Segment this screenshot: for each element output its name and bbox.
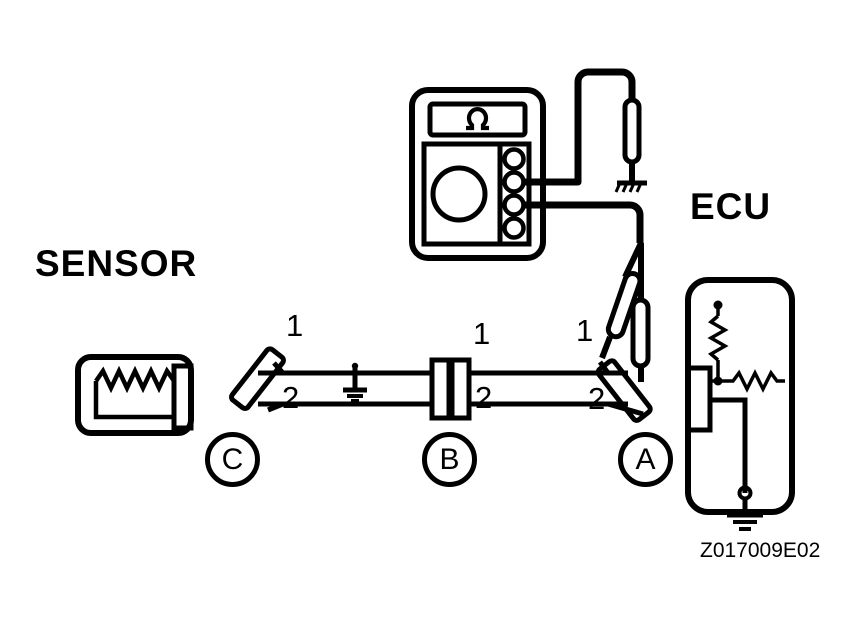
probe-at-connector-a xyxy=(599,241,651,382)
ground-test-probe xyxy=(614,97,647,193)
multimeter-jack-3[interactable] xyxy=(502,193,526,217)
probe-a-tip-angled xyxy=(599,335,613,360)
pin-label-a-top: 1 xyxy=(576,313,594,348)
multimeter-dial[interactable] xyxy=(430,165,488,223)
ground-probe-hatch xyxy=(614,182,643,193)
pin-label-b-bottom: 2 xyxy=(475,380,493,415)
sensor-title-label: SENSOR xyxy=(35,243,198,284)
probe-a-lead-angled xyxy=(622,241,644,279)
connector-a[interactable] xyxy=(595,358,653,423)
ground-probe-barrel xyxy=(622,97,642,165)
sensor-component xyxy=(75,354,194,436)
pin-label-b-top: 1 xyxy=(473,316,491,351)
test-lead-lower xyxy=(523,201,644,243)
connector-a-pin-1-lead xyxy=(597,360,611,375)
wire-harness xyxy=(258,370,628,407)
multimeter-jack-4[interactable] xyxy=(502,216,526,240)
part-number-label: Z017009E02 xyxy=(700,539,821,562)
ecu-component xyxy=(685,277,795,531)
test-lead-upper xyxy=(523,68,636,186)
inline-ground-symbol-icon xyxy=(343,362,367,403)
multimeter-display xyxy=(427,101,528,138)
reference-marker-a-label: A xyxy=(635,442,656,476)
probe-a-barrel-angled xyxy=(605,270,643,340)
connector-b-half-left xyxy=(429,357,452,421)
ohm-symbol-icon xyxy=(466,107,489,131)
ecu-body xyxy=(685,277,795,515)
connector-c[interactable] xyxy=(229,346,286,413)
sensor-element-frame xyxy=(93,381,177,420)
ecu-ground-node xyxy=(737,485,753,501)
reference-marker-c-label: C xyxy=(221,442,244,476)
connector-c-body xyxy=(229,346,286,411)
connector-a-pin-2-lead xyxy=(607,401,644,417)
multimeter-panel xyxy=(421,141,532,247)
reference-marker-b: B xyxy=(422,432,477,487)
ecu-ground-path xyxy=(710,397,748,493)
sensor-resistor-zigzag xyxy=(94,365,176,394)
multimeter-body xyxy=(409,87,546,261)
reference-marker-a: A xyxy=(618,432,673,487)
connector-c-pin-1-lead xyxy=(272,361,285,375)
reference-marker-b-label: B xyxy=(439,442,460,476)
connector-c-pin-2-lead xyxy=(267,401,284,413)
multimeter-jack-2[interactable] xyxy=(502,170,526,194)
sensor-terminal-bar xyxy=(171,363,194,431)
ecu-title-label: ECU xyxy=(690,186,772,227)
reference-marker-c: C xyxy=(205,432,260,487)
multimeter xyxy=(409,87,546,261)
ecu-pullup-resistor xyxy=(707,314,729,362)
ecu-connector-block xyxy=(685,365,713,433)
pin-label-c-top: 1 xyxy=(286,308,304,343)
probe-a-barrel-vertical xyxy=(630,297,651,369)
connector-b-half-right xyxy=(449,357,472,421)
pin-label-c-bottom: 2 xyxy=(282,380,300,415)
multimeter-jack-1[interactable] xyxy=(502,147,526,171)
connector-b[interactable] xyxy=(429,357,472,421)
pin-label-a-bottom: 2 xyxy=(588,381,606,416)
ecu-series-resistor xyxy=(718,369,785,393)
